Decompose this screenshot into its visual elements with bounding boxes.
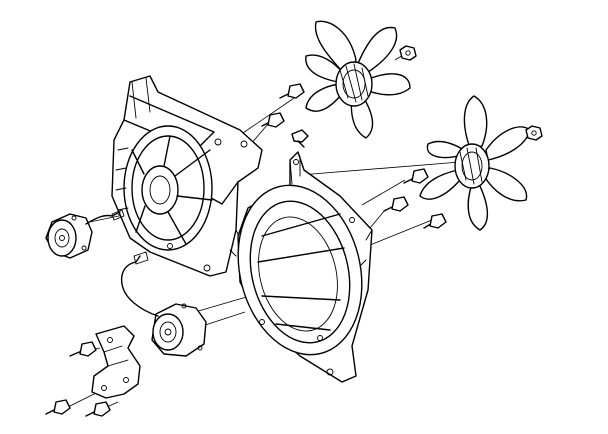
nuts	[399, 45, 543, 141]
bolt	[279, 83, 305, 99]
fan-motor-lower	[120, 251, 207, 357]
bolt	[383, 196, 409, 212]
mounting-bracket	[91, 325, 141, 399]
fan-blade-right	[419, 95, 531, 231]
bolts	[45, 83, 447, 417]
nut	[525, 125, 543, 141]
fan-shroud-rear	[111, 75, 263, 277]
bolt	[403, 168, 429, 184]
bolt	[423, 213, 447, 229]
bolt	[291, 129, 309, 148]
bolt	[45, 399, 71, 415]
nut	[399, 45, 417, 61]
bolt	[261, 112, 285, 128]
bolt	[69, 341, 97, 357]
fan-blade-upper	[305, 20, 411, 139]
bolt	[85, 401, 111, 417]
fan-shroud-front	[237, 151, 373, 383]
fan-motor-left	[45, 209, 125, 259]
